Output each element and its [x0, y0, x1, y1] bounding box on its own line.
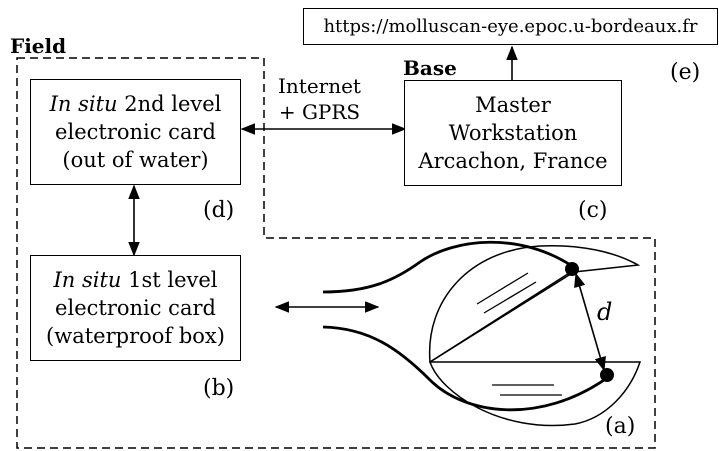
second-level-card-box: In situ 2nd level electronic card (out o…: [30, 79, 241, 185]
lower-electrode: [600, 368, 614, 382]
card2-italic: In situ: [49, 92, 118, 116]
link-line-2: + GPRS: [278, 100, 361, 124]
distance-label: d: [597, 298, 613, 326]
card2-line-3: (out of water): [62, 148, 209, 172]
url-box[interactable]: https://molluscan-eye.epoc.u-bordeaux.fr: [303, 8, 718, 45]
card1-line-3: (waterproof box): [46, 324, 225, 348]
field-region-border: [16, 57, 656, 449]
master-line-3: Arcachon, France: [418, 149, 608, 173]
distance-arrow: [574, 272, 606, 372]
master-workstation-box: Master Workstation Arcachon, France: [404, 80, 622, 186]
mollusc-tag: (a): [605, 414, 636, 439]
link-label: Internet + GPRS: [278, 73, 361, 125]
upper-electrode: [565, 262, 579, 276]
base-heading: Base: [403, 56, 457, 80]
url-text[interactable]: https://molluscan-eye.epoc.u-bordeaux.fr: [323, 16, 698, 37]
master-line-1: Master: [475, 93, 551, 117]
card2-tag: (d): [203, 198, 235, 223]
link-line-1: Internet: [278, 74, 361, 98]
card2-line-1-rest: 2nd level: [117, 92, 222, 116]
master-line-2: Workstation: [448, 121, 578, 145]
card1-line-1: In situ 1st level: [53, 266, 217, 294]
card1-tag: (b): [203, 376, 235, 401]
card2-line-1: In situ 2nd level: [50, 90, 222, 118]
field-heading: Field: [10, 34, 67, 58]
card1-line-2: electronic card: [55, 296, 216, 320]
master-tag: (c): [578, 198, 608, 223]
mollusc-illustration: [322, 240, 642, 427]
first-level-card-box: In situ 1st level electronic card (water…: [30, 255, 241, 361]
url-tag: (e): [670, 60, 701, 85]
card1-line-1-rest: 1st level: [121, 268, 218, 292]
card1-italic: In situ: [53, 268, 122, 292]
card2-line-2: electronic card: [55, 120, 216, 144]
